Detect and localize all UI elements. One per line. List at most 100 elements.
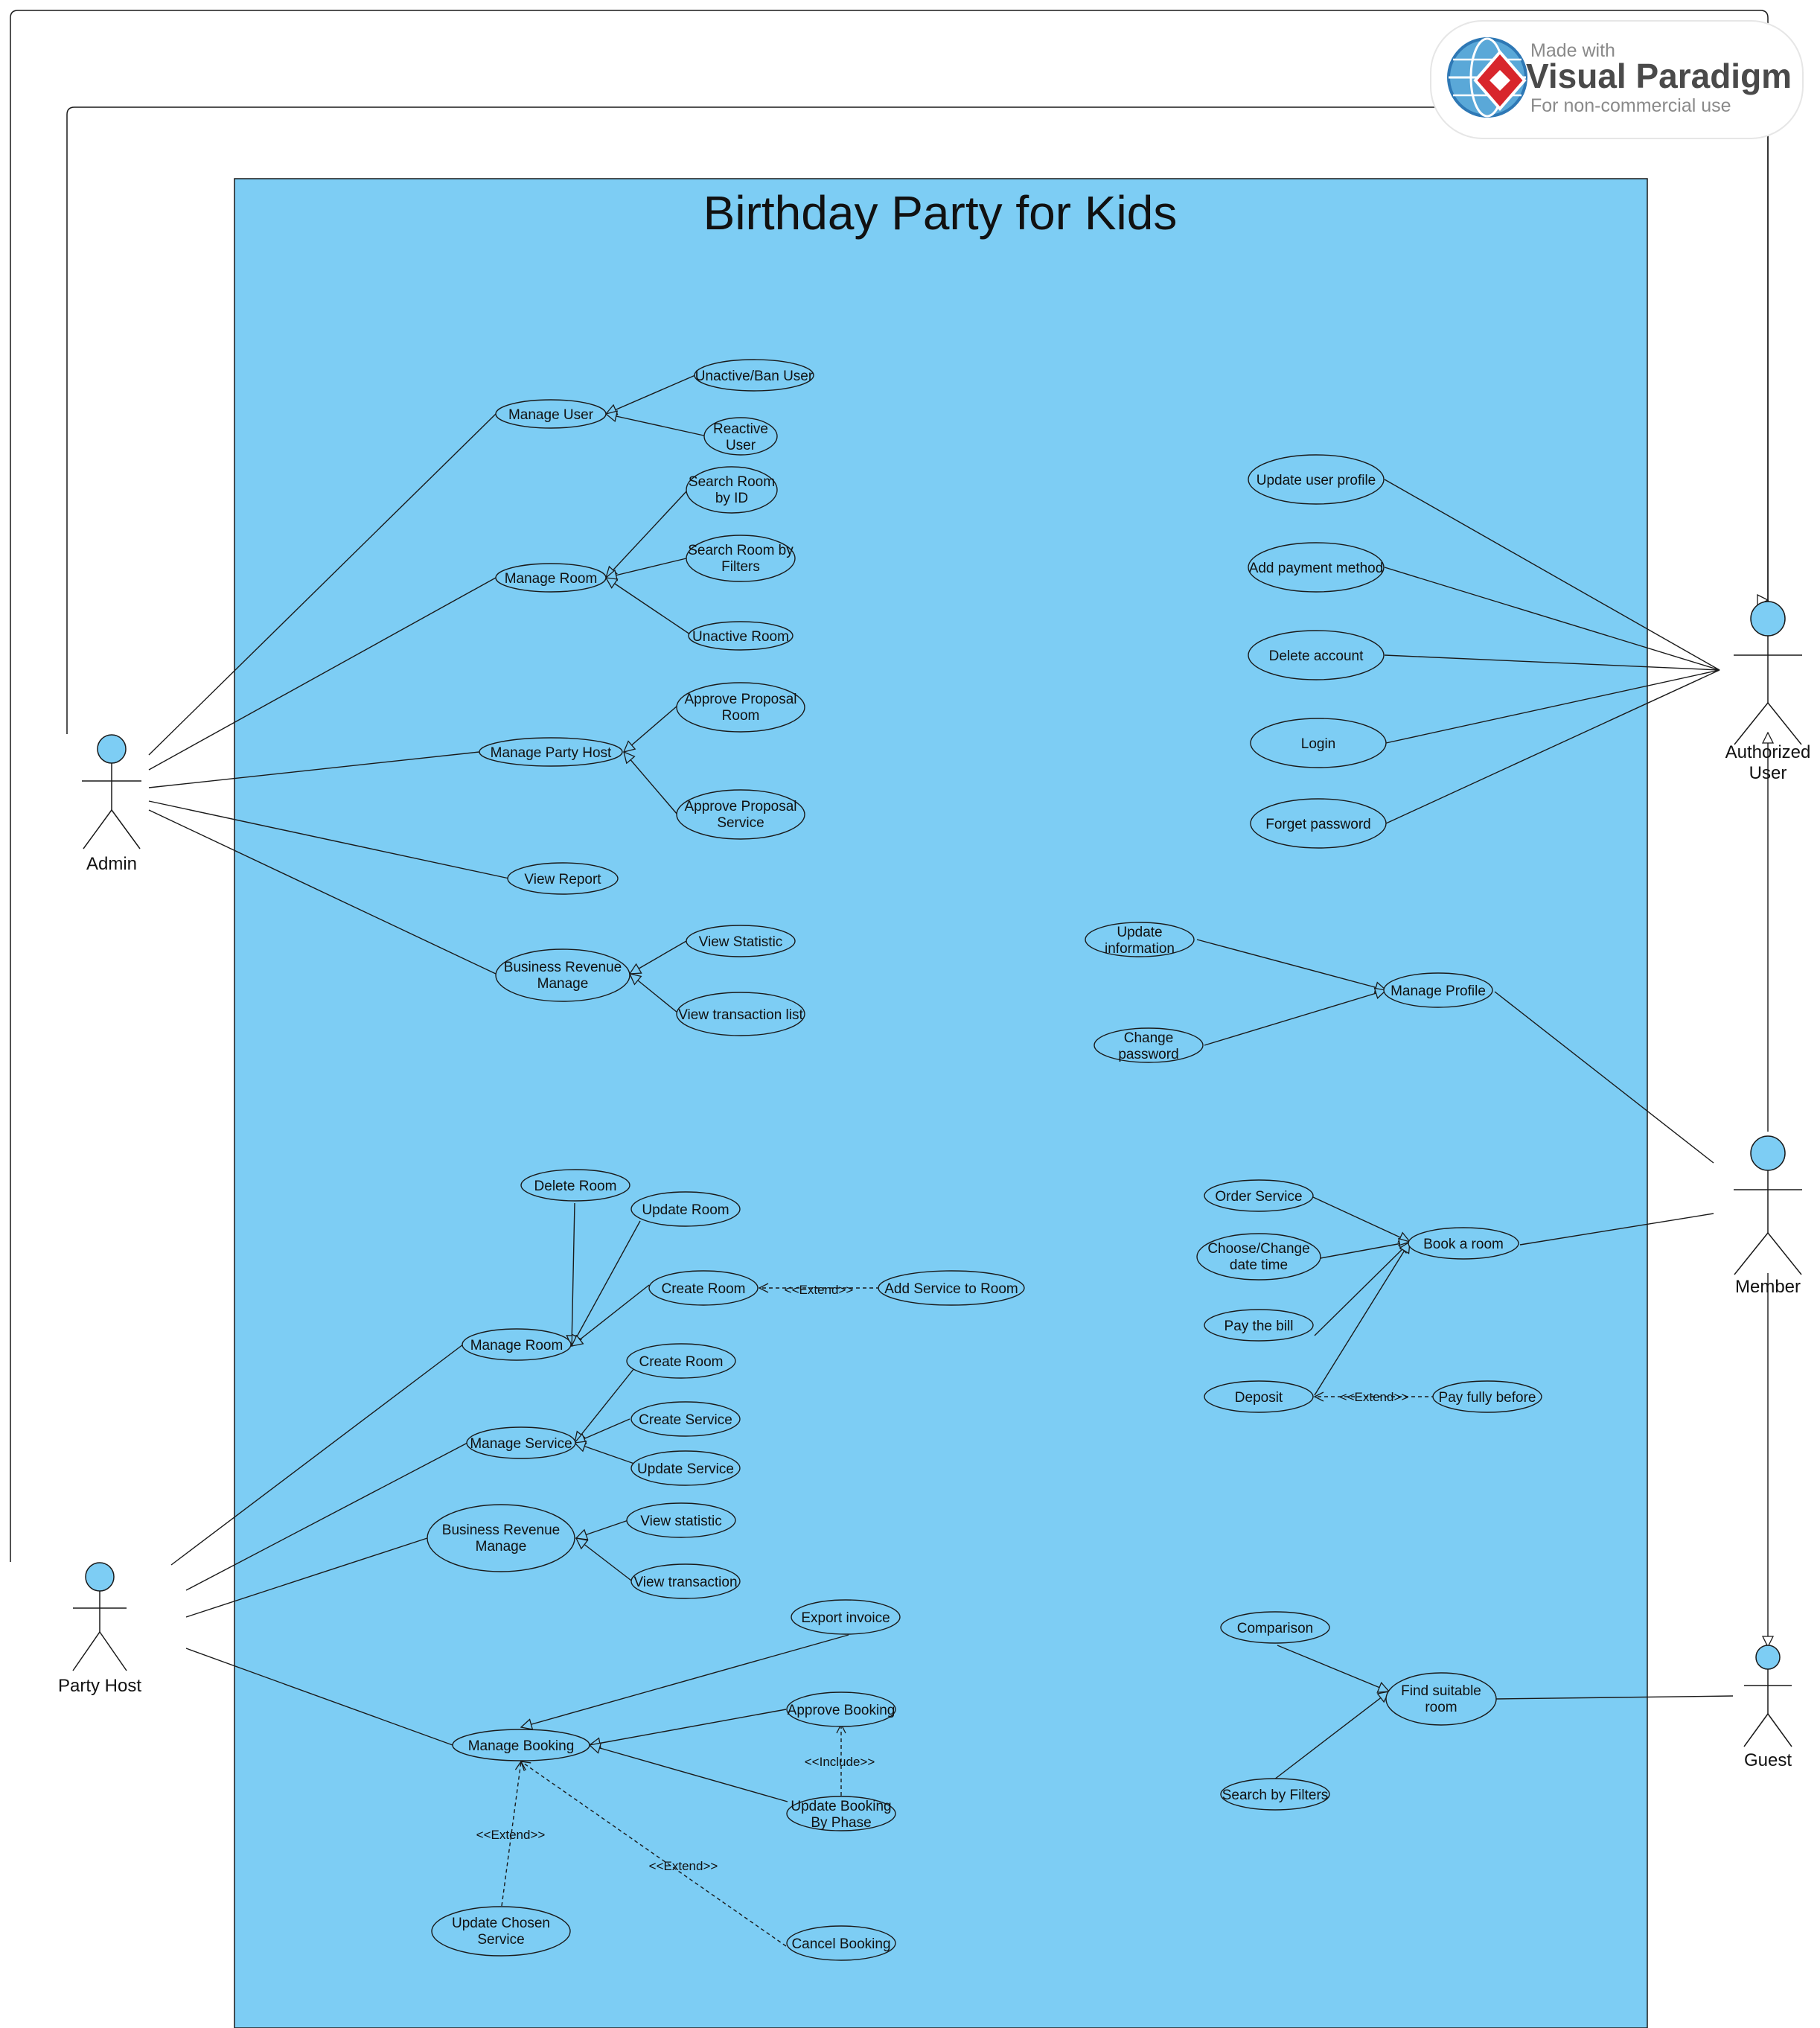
actor-label: Admin: [86, 854, 137, 874]
svg-text:View transaction: View transaction: [633, 1575, 737, 1590]
usecase-label: View Report: [524, 872, 601, 887]
svg-text:View Report: View Report: [524, 872, 601, 887]
svg-text:Forget password: Forget password: [1265, 817, 1371, 832]
usecase-deposit[interactable]: Deposit: [1204, 1380, 1314, 1413]
usecase-delete-account[interactable]: Delete account: [1248, 630, 1385, 680]
usecase-label: Pay the bill: [1224, 1318, 1294, 1334]
usecase-update-service[interactable]: Update Service: [630, 1450, 741, 1486]
usecase-manage-room-host[interactable]: Manage Room: [462, 1328, 572, 1361]
svg-text:Update Service: Update Service: [637, 1461, 734, 1477]
usecase-create-room-2[interactable]: Create Room: [626, 1343, 736, 1379]
usecase-comparison[interactable]: Comparison: [1220, 1611, 1330, 1644]
actor-member[interactable]: Member: [1734, 1135, 1802, 1297]
usecase-add-payment-method[interactable]: Add payment method: [1248, 542, 1385, 593]
usecase-update-room[interactable]: Update Room: [630, 1191, 741, 1227]
actor-head: [1750, 1135, 1786, 1171]
actor-label: Party Host: [58, 1676, 141, 1696]
usecase-view-transaction[interactable]: View transaction: [630, 1563, 741, 1599]
usecase-pay-fully-before[interactable]: Pay fully before: [1432, 1380, 1542, 1413]
usecase-unactive-ban-user[interactable]: Unactive/Ban User: [694, 359, 814, 392]
usecase-search-by-filters[interactable]: Search by Filters: [1220, 1778, 1330, 1811]
svg-text:Add payment method: Add payment method: [1249, 561, 1384, 576]
usecase-view-statistic-admin[interactable]: View Statistic: [686, 925, 796, 957]
svg-text:Manage Booking: Manage Booking: [468, 1738, 575, 1754]
actor-label: Authorized: [1725, 742, 1811, 762]
svg-text:Update user profile: Update user profile: [1257, 473, 1376, 488]
usecase-label: Cancel Booking: [791, 1936, 890, 1952]
usecase-create-room[interactable]: Create Room: [648, 1270, 759, 1306]
usecase-manage-room-admin[interactable]: Manage Room: [495, 563, 607, 593]
usecase-pay-bill[interactable]: Pay the bill: [1204, 1309, 1314, 1342]
usecase-create-service[interactable]: Create Service: [630, 1401, 741, 1437]
watermark-brand: Visual Paradigm: [1526, 57, 1792, 95]
generalizations: [521, 374, 1768, 1802]
usecase-label: Business Revenue: [504, 960, 622, 975]
usecase-label: Add payment method: [1249, 561, 1384, 576]
usecase-view-report[interactable]: View Report: [507, 862, 619, 895]
usecase-cancel-booking[interactable]: Cancel Booking: [786, 1925, 896, 1961]
usecase-delete-room[interactable]: Delete Room: [520, 1169, 630, 1202]
watermark-line3: For non-commercial use: [1530, 95, 1731, 116]
svg-text:Create Service: Create Service: [639, 1412, 732, 1428]
usecase-approve-booking[interactable]: Approve Booking: [786, 1691, 896, 1727]
usecase-label: Delete Room: [534, 1179, 617, 1194]
usecase-order-service[interactable]: Order Service: [1204, 1179, 1314, 1212]
usecase-view-transaction-list[interactable]: View transaction list: [676, 992, 805, 1036]
usecase-label: Create Room: [639, 1354, 724, 1370]
usecase-label: Manage Party Host: [491, 745, 612, 761]
usecase-label: Pay fully before: [1439, 1390, 1536, 1406]
usecase-login[interactable]: Login: [1250, 718, 1387, 768]
usecase-manage-profile[interactable]: Manage Profile: [1383, 972, 1493, 1008]
usecase-manage-booking[interactable]: Manage Booking: [452, 1729, 590, 1761]
system-title: Birthday Party for Kids: [703, 186, 1178, 240]
usecase-label: Choose/Change: [1207, 1241, 1309, 1257]
system-boundary: [234, 178, 1648, 2028]
usecase-unactive-room[interactable]: Unactive Room: [688, 621, 794, 651]
usecase-view-statistic-host[interactable]: View statistic: [626, 1502, 736, 1538]
usecase-label: View Statistic: [699, 934, 783, 950]
usecase-label: Update user profile: [1257, 473, 1376, 488]
usecase-label: Order Service: [1215, 1189, 1302, 1205]
usecase-label: Book a room: [1423, 1237, 1504, 1252]
usecase-label: Manage Room: [505, 571, 598, 587]
usecase-manage-user[interactable]: Manage User: [495, 399, 607, 429]
usecase-book-room[interactable]: Book a room: [1408, 1227, 1519, 1260]
usecase-label: Deposit: [1235, 1390, 1283, 1406]
relation-labels: <<Extend>> <<Extend>> <<Include>> <<Exte…: [476, 1283, 1409, 1873]
usecase-add-service-to-room[interactable]: Add Service to Room: [878, 1270, 1025, 1306]
usecase-label: Create Room: [662, 1281, 746, 1297]
svg-text:Manage Room: Manage Room: [505, 571, 598, 587]
actor-admin[interactable]: Admin: [82, 734, 141, 874]
actor-guest[interactable]: Guest: [1743, 1645, 1792, 1770]
usecase-label: Delete account: [1269, 648, 1364, 664]
usecase-label: Service: [717, 815, 764, 831]
svg-text:Pay the bill: Pay the bill: [1224, 1318, 1294, 1334]
svg-text:Search by Filters: Search by Filters: [1222, 1788, 1329, 1803]
usecase-manage-party-host[interactable]: Manage Party Host: [479, 737, 623, 767]
svg-text:Order Service: Order Service: [1215, 1189, 1302, 1205]
usecase-forget-password[interactable]: Forget password: [1250, 798, 1387, 849]
usecase-export-invoice[interactable]: Export invoice: [791, 1599, 901, 1635]
usecase-manage-service[interactable]: Manage Service: [466, 1426, 576, 1459]
usecase-label: View transaction: [633, 1575, 737, 1590]
usecase-update-user-profile[interactable]: Update user profile: [1248, 454, 1385, 505]
actor-party-host[interactable]: Party Host: [58, 1562, 141, 1696]
